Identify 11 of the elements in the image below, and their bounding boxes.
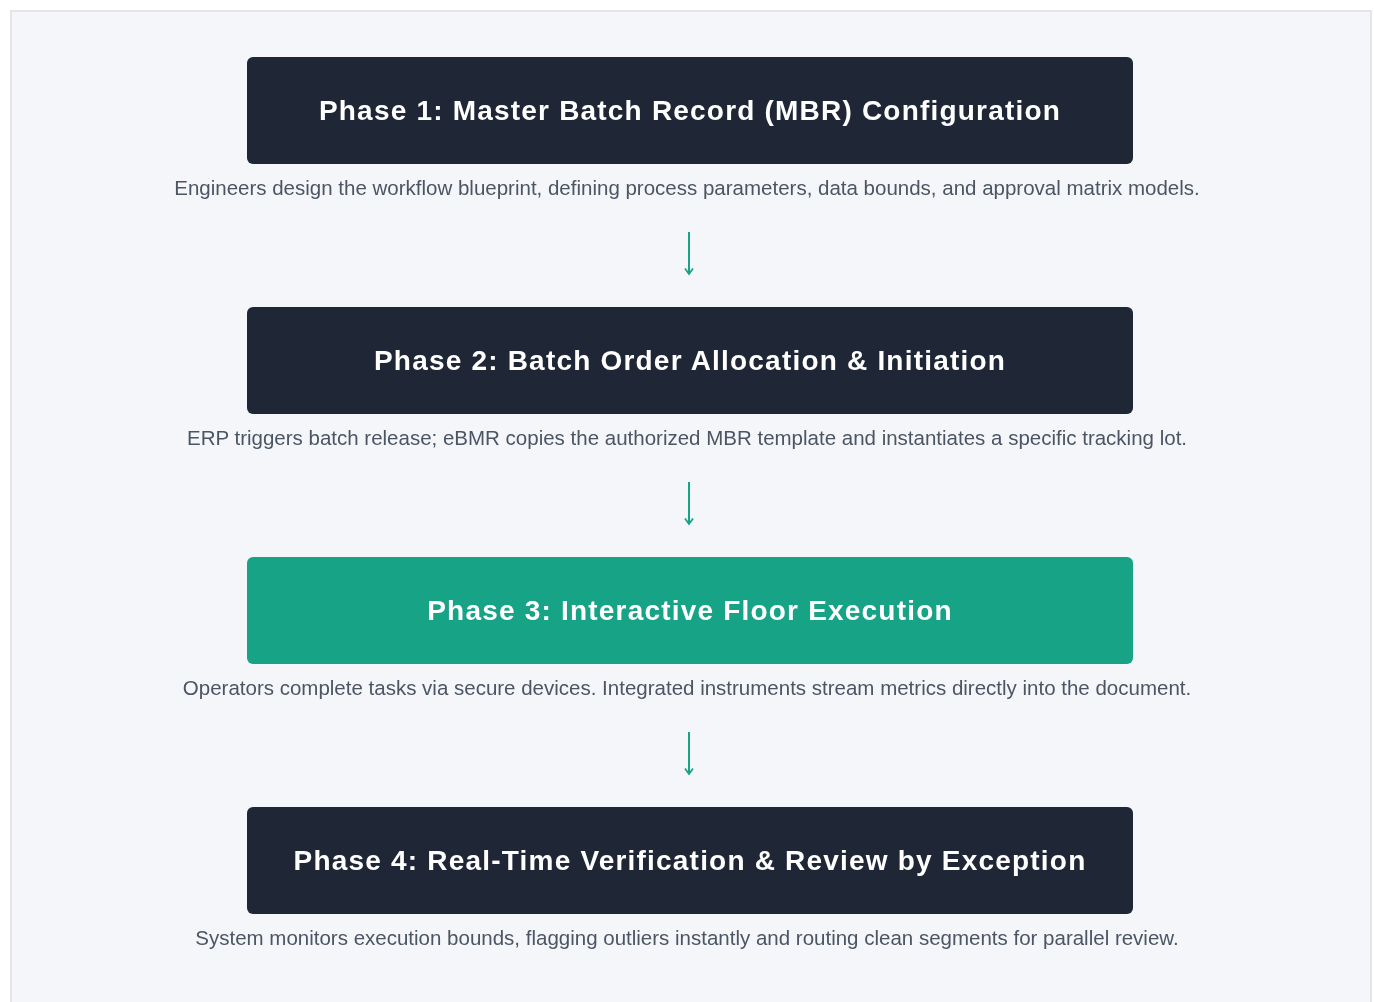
phase-description: Operators complete tasks via secure devices. Integrated instruments stream metrics directly into the document. — [182, 675, 1192, 701]
arrow — [684, 481, 694, 525]
phase-title: Phase 2: Batch Order Allocation & Initiation — [373, 344, 1007, 377]
phase-description: System monitors execution bounds, flagging outliers instantly and routing clean segments for parallel review. — [195, 925, 1179, 951]
phase-description: Engineers design the workflow blueprint, defining process parameters, data bounds, and approval matrix models. — [174, 175, 1200, 201]
arrow — [684, 231, 694, 275]
phase-description: ERP triggers batch release; eBMR copies the authorized MBR template and instantiates a specific tracking lot. — [186, 425, 1188, 451]
arrow — [684, 731, 694, 775]
phase-title: Phase 1: Master Batch Record (MBR) Configuration — [318, 94, 1062, 127]
phase-title: Phase 4: Real-Time Verification & Review by Exception — [293, 844, 1087, 877]
phase-title: Phase 3: Interactive Floor Execution — [427, 594, 953, 627]
